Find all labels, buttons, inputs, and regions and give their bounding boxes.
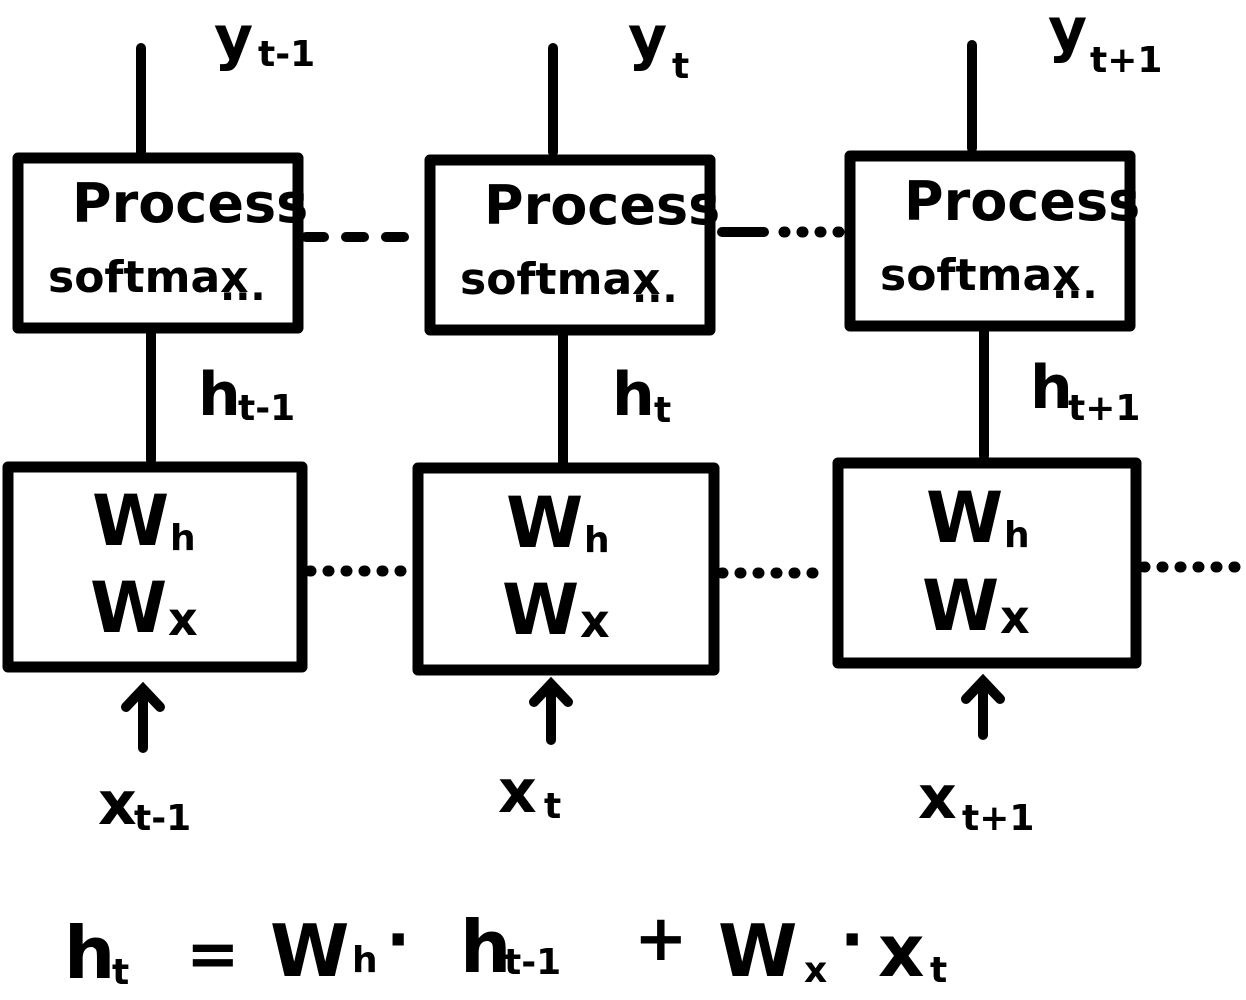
equation-w1-base: W — [270, 909, 349, 993]
weight-box — [2, 461, 308, 673]
process-box-subtitle: softmax — [48, 252, 249, 303]
weight-box-line1-sub: h — [170, 518, 196, 559]
equation-h-base: h — [460, 905, 511, 989]
weight-box-line2-base: W — [502, 569, 579, 651]
equation-dot-1: · — [386, 904, 410, 978]
equation-x-sub: t — [930, 950, 947, 991]
hidden-label-sub: t-1 — [238, 388, 295, 429]
weight-box-line1-sub: h — [584, 520, 610, 561]
weight-box-line1-sub: h — [1004, 515, 1030, 556]
weight-box-line2-sub: x — [168, 592, 198, 646]
process-box-title: Process — [72, 172, 308, 235]
equation-dot-2: · — [840, 904, 864, 978]
rnn-cell-t-plus-1: y t+1 Process softmax ... h t+1 W h W x … — [832, 0, 1162, 839]
recurrence-equation: h t = W h · h t-1 + W x · x t — [64, 902, 947, 995]
output-label-base: y — [628, 3, 667, 73]
process-box — [424, 154, 716, 336]
process-box — [844, 150, 1136, 332]
output-label-base: y — [214, 3, 253, 73]
input-arrow-head — [529, 676, 573, 707]
weight-box — [832, 457, 1142, 669]
process-connectors — [301, 226, 848, 242]
hidden-label-sub: t+1 — [1068, 388, 1140, 429]
input-arrow-head — [961, 673, 1005, 704]
process-box-subtitle: softmax — [460, 254, 661, 305]
input-label-sub: t+1 — [962, 798, 1034, 839]
equation-x-base: x — [878, 909, 924, 993]
weight-box — [412, 462, 720, 676]
process-box-ellipsis: ... — [220, 264, 266, 310]
input-label-base: x — [918, 763, 957, 833]
weight-box-line2-sub: x — [580, 594, 610, 648]
equation-w1-sub: h — [352, 940, 378, 981]
equation-lhs-sub: t — [112, 952, 129, 993]
weight-box-line1-base: W — [926, 477, 1003, 559]
output-label-base: y — [1048, 0, 1087, 65]
hidden-label-base: h — [1030, 353, 1073, 423]
hidden-label-base: h — [198, 360, 241, 430]
equation-plus: + — [634, 902, 688, 976]
output-label-sub: t-1 — [258, 34, 315, 75]
output-label-sub: t+1 — [1090, 40, 1162, 81]
hidden-label-base: h — [612, 360, 655, 430]
process-box-ellipsis: ... — [1052, 262, 1098, 308]
input-label-sub: t-1 — [134, 798, 191, 839]
weight-box-line2-base: W — [90, 567, 167, 649]
equation-w2-base: W — [718, 909, 797, 993]
process-box — [12, 152, 304, 334]
output-label-sub: t — [672, 46, 689, 87]
process-box-title: Process — [904, 170, 1140, 233]
equation-w2-sub: x — [804, 950, 827, 991]
equation-h-sub: t-1 — [504, 942, 561, 983]
hidden-label-sub: t — [654, 390, 671, 431]
weight-box-line2-sub: x — [1000, 590, 1030, 644]
weight-box-line1-base: W — [506, 482, 583, 564]
input-label-sub: t — [544, 786, 561, 827]
input-label-base: x — [98, 769, 137, 839]
weight-box-line1-base: W — [92, 480, 169, 562]
equation-equals: = — [186, 918, 240, 992]
rnn-cell-t-minus-1: y t-1 Process softmax ... h t-1 W h W x … — [2, 3, 315, 839]
input-arrow-head — [121, 681, 165, 712]
equation-lhs-base: h — [64, 911, 115, 995]
weight-connectors — [304, 561, 1246, 579]
input-label-base: x — [498, 757, 537, 827]
weight-box-line2-base: W — [922, 565, 999, 647]
process-box-ellipsis: ... — [632, 266, 678, 312]
process-box-title: Process — [484, 174, 720, 237]
rnn-cell-t: y t Process softmax ... h t W h W x x t — [412, 3, 720, 827]
process-box-subtitle: softmax — [880, 250, 1081, 301]
